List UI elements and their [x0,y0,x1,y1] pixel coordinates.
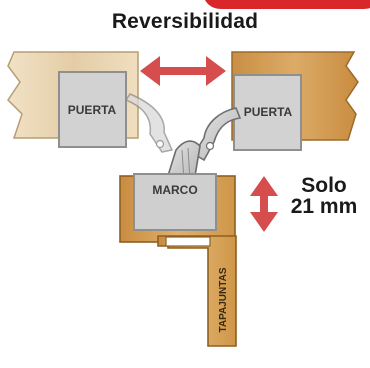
reversibility-arrow [140,56,226,86]
casing-slot [165,236,211,247]
frame-label: MARCO [152,183,197,197]
door-right-label: PUERTA [244,105,293,119]
brand-tab [205,0,370,9]
casing-label: TAPAJUNTAS [218,267,229,332]
offset-note-line2: 21 mm [290,195,358,218]
casing [157,235,237,347]
hinge-body [164,140,201,183]
hinge-arm-right [192,107,242,162]
door-right [231,51,359,151]
hinge-arm-left-ghost [124,93,174,153]
frame [119,173,236,243]
offset-arrow [250,176,278,232]
door-left [7,51,139,148]
door-right-panel [233,74,302,151]
door-left-panel [58,71,127,148]
page-title: Reversibilidad [111,10,259,33]
door-left-label: PUERTA [68,103,117,117]
frame-plate [133,173,217,231]
offset-note-line1: Solo [301,174,347,197]
offset-note: Solo 21 mm [282,175,366,217]
